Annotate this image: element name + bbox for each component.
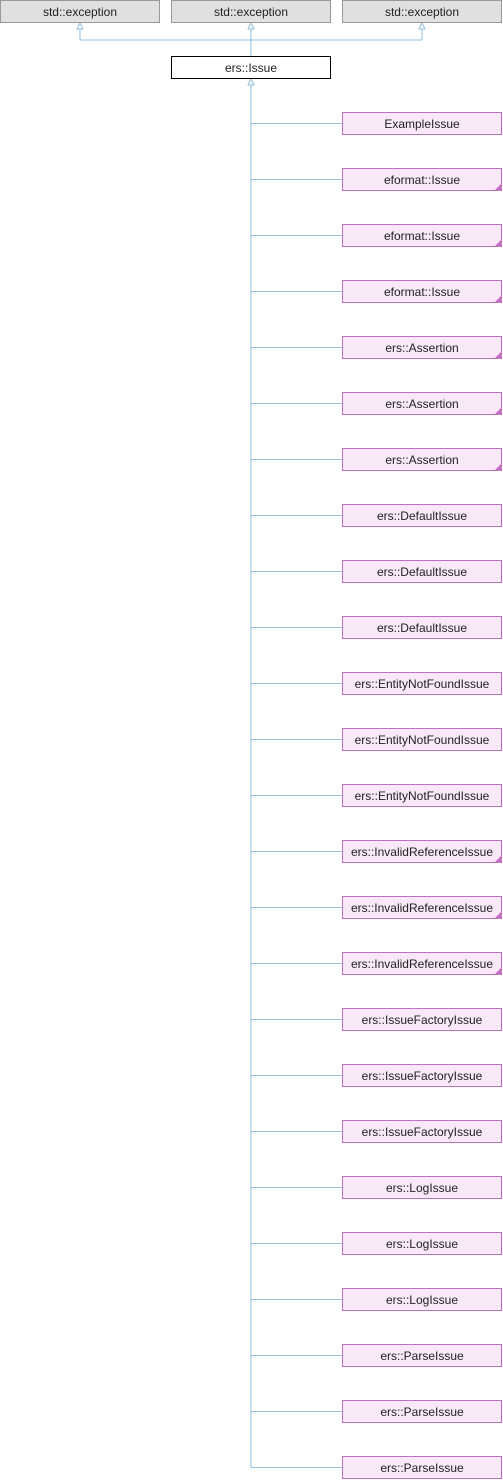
derived-class-ers-logissue-22[interactable]: ers::LogIssue — [342, 1288, 502, 1311]
derived-class-ers-parseissue-24[interactable]: ers::ParseIssue — [342, 1400, 502, 1423]
derived-class-ers-invalidreferenceissue-14[interactable]: ers::InvalidReferenceIssue — [342, 840, 502, 863]
derived-class-ers-parseissue-25[interactable]: ers::ParseIssue — [342, 1456, 502, 1479]
derived-class-exampleissue-1[interactable]: ExampleIssue — [342, 112, 502, 135]
derived-class-eformat-issue-3[interactable]: eformat::Issue — [342, 224, 502, 247]
derived-class-ers-issuefactoryissue-19[interactable]: ers::IssueFactoryIssue — [342, 1120, 502, 1143]
derived-class-ers-logissue-21[interactable]: ers::LogIssue — [342, 1232, 502, 1255]
derived-class-ers-entitynotfoundissue-12[interactable]: ers::EntityNotFoundIssue — [342, 728, 502, 751]
base-class-std-exception-2[interactable]: std::exception — [171, 0, 331, 23]
derived-class-ers-entitynotfoundissue-11[interactable]: ers::EntityNotFoundIssue — [342, 672, 502, 695]
edge-arrow-base-3 — [418, 21, 426, 30]
edge-arrow-base-1 — [76, 21, 84, 30]
derived-class-ers-parseissue-23[interactable]: ers::ParseIssue — [342, 1344, 502, 1367]
base-class-std-exception-1[interactable]: std::exception — [0, 0, 160, 23]
derived-class-ers-issuefactoryissue-18[interactable]: ers::IssueFactoryIssue — [342, 1064, 502, 1087]
derived-class-ers-defaultissue-8[interactable]: ers::DefaultIssue — [342, 504, 502, 527]
derived-class-ers-assertion-6[interactable]: ers::Assertion — [342, 392, 502, 415]
derived-class-ers-assertion-7[interactable]: ers::Assertion — [342, 448, 502, 471]
edge-arrow-base-2 — [247, 21, 255, 30]
derived-class-ers-entitynotfoundissue-13[interactable]: ers::EntityNotFoundIssue — [342, 784, 502, 807]
derived-class-ers-defaultissue-9[interactable]: ers::DefaultIssue — [342, 560, 502, 583]
focus-class-ers-issue[interactable]: ers::Issue — [171, 56, 331, 79]
derived-class-eformat-issue-4[interactable]: eformat::Issue — [342, 280, 502, 303]
derived-class-ers-invalidreferenceissue-15[interactable]: ers::InvalidReferenceIssue — [342, 896, 502, 919]
edge-arrow-focus — [247, 77, 255, 86]
derived-class-eformat-issue-2[interactable]: eformat::Issue — [342, 168, 502, 191]
base-class-std-exception-3[interactable]: std::exception — [342, 0, 502, 23]
derived-class-ers-defaultissue-10[interactable]: ers::DefaultIssue — [342, 616, 502, 639]
derived-class-ers-assertion-5[interactable]: ers::Assertion — [342, 336, 502, 359]
derived-class-ers-logissue-20[interactable]: ers::LogIssue — [342, 1176, 502, 1199]
derived-class-ers-issuefactoryissue-17[interactable]: ers::IssueFactoryIssue — [342, 1008, 502, 1031]
derived-class-ers-invalidreferenceissue-16[interactable]: ers::InvalidReferenceIssue — [342, 952, 502, 975]
